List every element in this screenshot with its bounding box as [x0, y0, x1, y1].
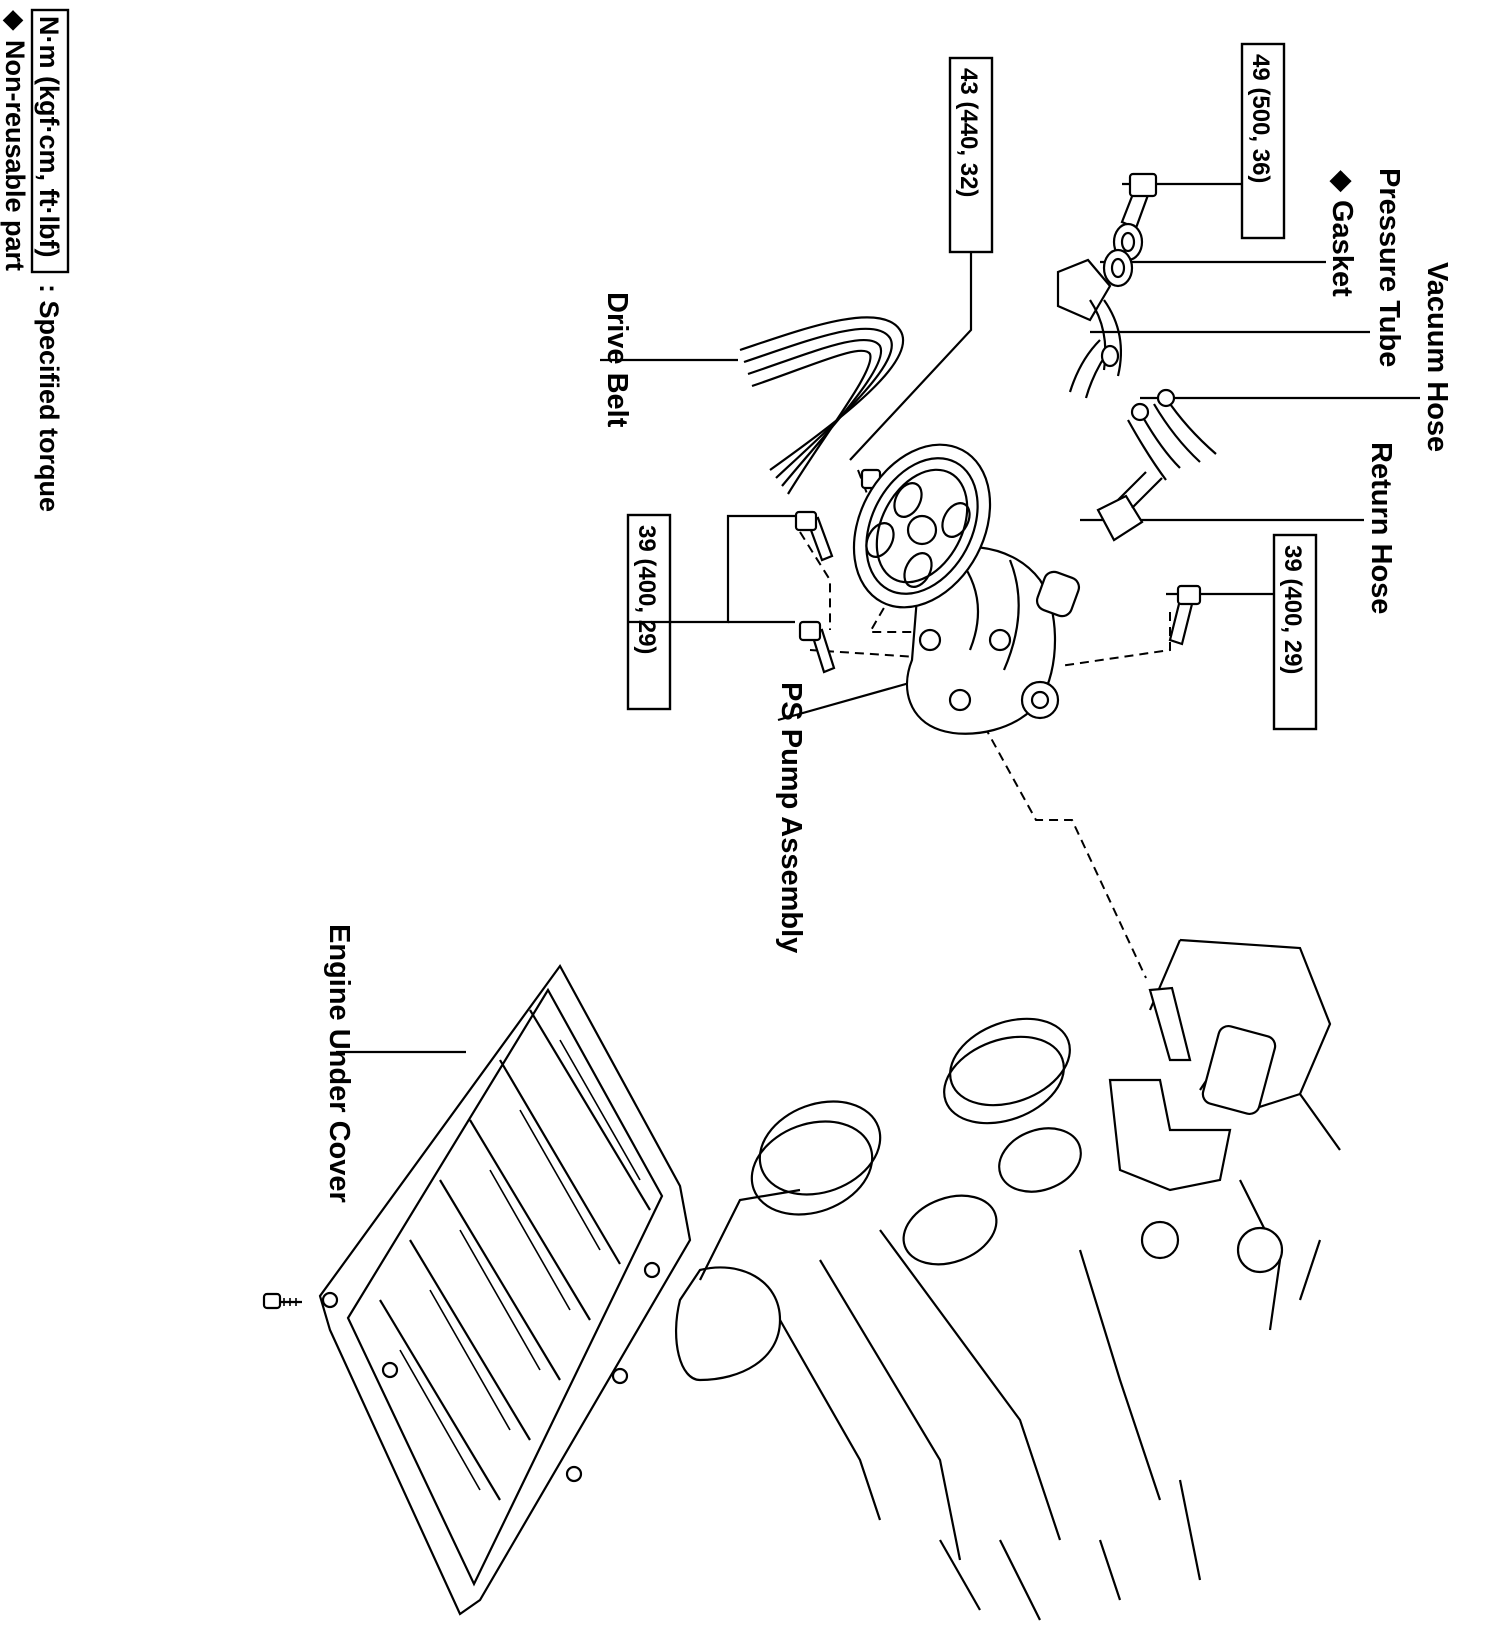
gaskets [1102, 222, 1144, 288]
drive-belt [739, 316, 905, 495]
svg-text:39 (400, 29): 39 (400, 29) [1279, 545, 1306, 674]
torque-box-union-bolt: 49 (500, 36) [1240, 42, 1286, 240]
pump-bolt-front-lower [798, 620, 836, 674]
return-hose-label: Return Hose [1365, 442, 1397, 614]
torque-unit-text: N·m (kgf·cm, ft·lbf) [34, 16, 64, 257]
torque-box-pump-bolt-rear: 39 (400, 29) [1272, 533, 1318, 731]
alignment-dashes [799, 469, 1171, 979]
vacuum-hose [1127, 388, 1217, 481]
torque-box-pump-bolts-front: 39 (400, 29) [626, 513, 672, 711]
ps-pump-assembly [852, 443, 1081, 735]
pressure-tube [1056, 258, 1123, 399]
vacuum-hose-label: Vacuum Hose [1421, 262, 1453, 452]
leader-lines [336, 182, 1420, 1054]
svg-text:49 (500, 36): 49 (500, 36) [1247, 54, 1274, 183]
torque-box-pulley-bolt: 43 (440, 32) [948, 56, 994, 254]
legend: N·m (kgf·cm, ft·lbf) : Specified torque … [0, 8, 70, 512]
engine-under-cover [318, 963, 692, 1616]
pump-bolt-front-upper [794, 510, 834, 562]
svg-text:39 (400, 29): 39 (400, 29) [633, 525, 660, 654]
gasket-label-group: ◆ Gasket [1326, 170, 1358, 297]
screw-icon [262, 1292, 302, 1310]
pressure-tube-label: Pressure Tube [1373, 168, 1405, 367]
pump-bolt-rear [1168, 584, 1202, 646]
return-hose [1096, 471, 1163, 542]
engine-block [674, 938, 1341, 1621]
non-reusable-legend-text: Non-reusable part [0, 40, 30, 271]
torque-unit-box [30, 8, 70, 274]
ps-pump-assembly-label: PS Pump Assembly [775, 682, 807, 953]
diamond-icon: ◆ [1326, 170, 1358, 193]
diamond-icon: ◆ [0, 10, 30, 31]
engine-under-cover-label: Engine Under Cover [323, 924, 355, 1203]
svg-text:43 (440, 32): 43 (440, 32) [955, 68, 982, 197]
union-bolt [1120, 172, 1158, 230]
torque-legend-text: : Specified torque [34, 284, 64, 512]
gasket-label: Gasket [1326, 200, 1358, 297]
